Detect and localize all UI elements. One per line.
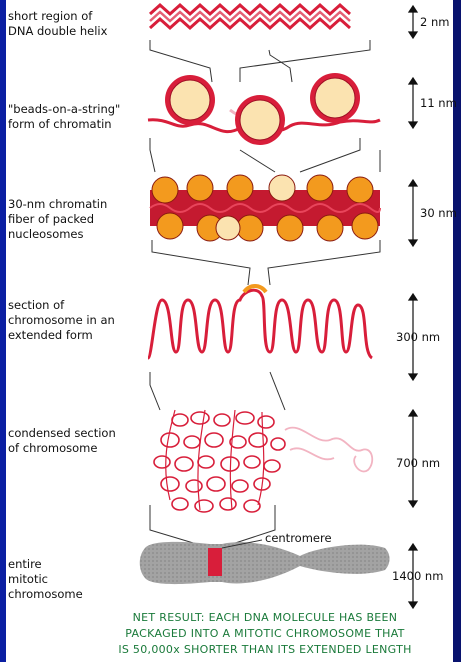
centromere-label: centromere	[265, 531, 332, 545]
scale-label-700nm: 700 nm	[396, 456, 440, 470]
label-beads-on-string: "beads-on-a-string"form of chromatin	[8, 102, 120, 132]
dna-double-helix	[150, 5, 350, 28]
condensed-section-pink-tail	[285, 428, 372, 472]
zoom-lines-3	[152, 240, 380, 285]
scale-label-2nm: 2 nm	[420, 15, 449, 29]
nucleosome-bead-2	[235, 95, 285, 145]
extended-chromosome-loops	[148, 286, 372, 358]
scale-bar-11nm	[409, 78, 417, 128]
scale-label-300nm: 300 nm	[396, 330, 440, 344]
beads-on-string	[148, 73, 380, 145]
scale-label-11nm: 11 nm	[420, 96, 457, 110]
nucleosome-bead-1	[165, 75, 215, 125]
mitotic-chromosome	[140, 542, 390, 584]
condensed-section	[154, 410, 285, 512]
scale-label-30nm: 30 nm	[420, 206, 457, 220]
scale-bars	[409, 6, 417, 608]
net-result-caption: NET RESULT: EACH DNA MOLECULE HAS BEEN P…	[100, 610, 430, 658]
scale-label-1400nm: 1400 nm	[392, 569, 443, 583]
zoom-lines-4	[150, 372, 285, 410]
scale-bar-30nm	[409, 180, 417, 246]
nucleosome-bead-3	[310, 73, 360, 123]
scale-bar-2nm	[409, 6, 417, 38]
centromere-marker	[208, 548, 222, 576]
chromatin-fiber-30nm	[150, 175, 380, 241]
